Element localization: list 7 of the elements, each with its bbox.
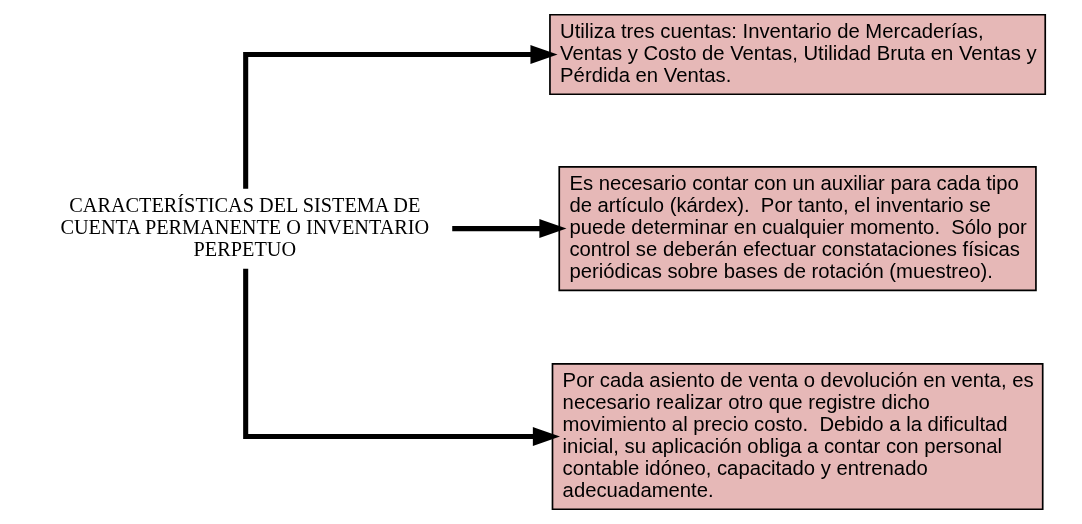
node-text: CARACTERÍSTICAS DEL SISTEMA DE CUENTA PERMANENTE O INVENTARIO PERPETUO — [59, 193, 429, 260]
node-box: Es necesario contar con un auxiliar para cada tipo de artículo (kárdex). Por tanto, el inventario se puede determinar en cualquier momento. Sólo por control se deberán efectuar constataciones físicas periódicas sobre bases de rotación (muestreo). — [557, 166, 1037, 292]
arrow — [242, 45, 558, 189]
node-box: Utiliza tres cuentas: Inventario de Mercaderías, Ventas y Costo de Ventas, Utilidad Bruta en Ventas y Pérdida en Ventas. — [548, 13, 1046, 96]
arrow — [451, 219, 566, 239]
node-box: Por cada asiento de venta o devolución en venta, es necesario realizar otro que registre dicho movimiento al precio costo. Debido a la dificultad inicial, su aplicación obliga a contar con personal contable idóneo, capacitado y entrenado adecuadamente. — [551, 363, 1044, 511]
arrow — [242, 268, 560, 447]
